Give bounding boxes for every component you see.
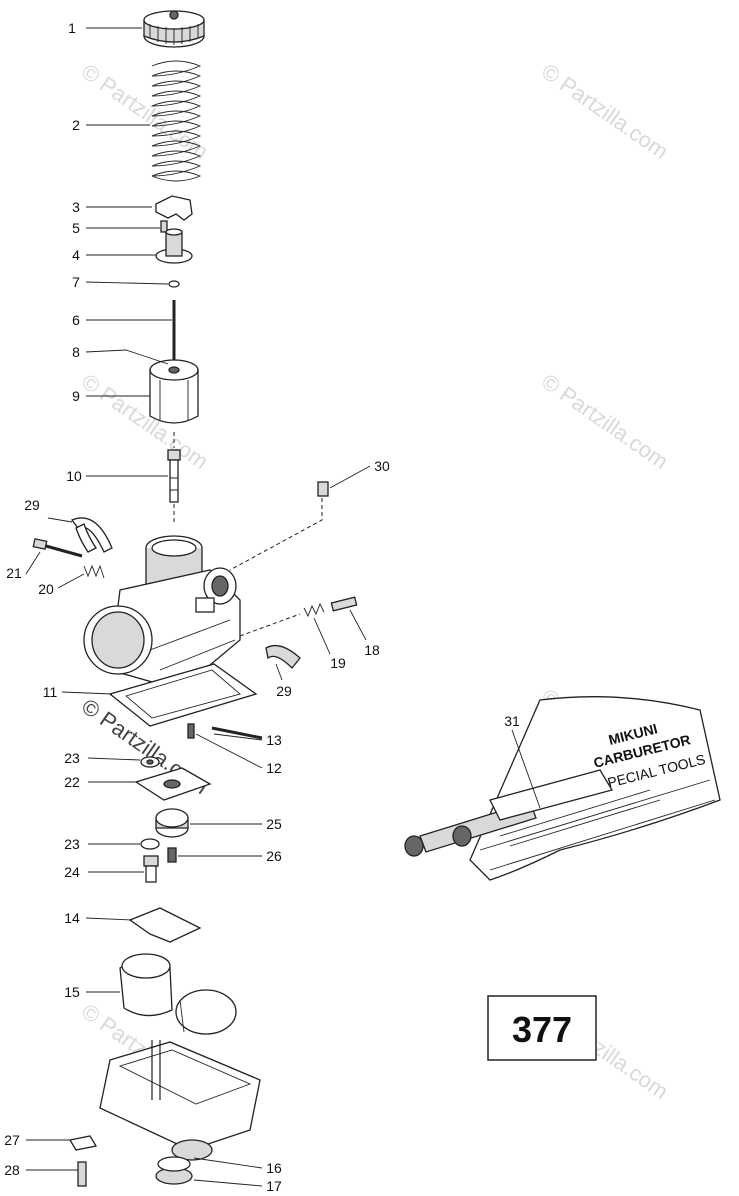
part-pilot-screw (239, 596, 358, 637)
callout-7: 7 (72, 274, 80, 290)
part-drain-plug (155, 1156, 193, 1185)
watermark: © Partzilla.com (537, 59, 673, 165)
part-float-right (175, 989, 237, 1035)
part-main-jet (143, 855, 159, 883)
part-pilot-jet (167, 847, 177, 863)
part-needle-valve (187, 723, 195, 739)
callout-25: 25 (266, 816, 282, 832)
callout-29-top: 29 (24, 497, 40, 513)
callout-18: 18 (364, 642, 380, 658)
diagram-number: 377 (512, 1009, 572, 1050)
part-float-bowl (99, 1040, 261, 1161)
part-small-screw (160, 220, 168, 233)
part-baffle-plate (134, 767, 212, 801)
callout-12: 12 (266, 760, 282, 776)
part-carburetor-body (83, 535, 241, 701)
callout-1: 1 (68, 20, 76, 36)
callout-16: 16 (266, 1160, 282, 1176)
part-air-screw-small (229, 481, 329, 571)
tool-kit: MIKUNI CARBURETOR SPECIAL TOOLS (404, 696, 721, 881)
callout-19: 19 (330, 655, 346, 671)
callout-21: 21 (6, 565, 22, 581)
part-clip (155, 195, 193, 221)
part-washer-top (140, 756, 160, 768)
part-e-clip (168, 280, 180, 288)
callout-31: 31 (504, 713, 520, 729)
callout-17: 17 (266, 1178, 282, 1194)
callout-24: 24 (64, 864, 80, 880)
callout-28: 28 (4, 1162, 20, 1178)
part-vent-hose-2 (265, 644, 301, 669)
callout-5: 5 (72, 220, 80, 236)
callout-3: 3 (72, 199, 80, 215)
callout-14: 14 (64, 910, 80, 926)
callout-23-top: 23 (64, 750, 80, 766)
part-idle-spring (83, 564, 105, 579)
callout-8: 8 (72, 344, 80, 360)
callout-4: 4 (72, 247, 80, 263)
part-throttle-slide (149, 359, 199, 424)
part-main-jet-holder (155, 808, 189, 838)
part-needle-jet (167, 449, 181, 503)
part-float-arm (128, 907, 202, 943)
callout-2: 2 (72, 117, 80, 133)
callout-29-bottom: 29 (276, 683, 292, 699)
leader-lines (25, 27, 541, 1187)
callout-22: 22 (64, 774, 80, 790)
callout-11: 11 (43, 684, 58, 700)
part-float-gasket (108, 663, 258, 727)
callout-15: 15 (64, 984, 80, 1000)
part-vent-hose (70, 517, 113, 553)
part-needle-holder (155, 228, 193, 264)
callout-30: 30 (374, 458, 390, 474)
callout-27: 27 (4, 1132, 20, 1148)
part-spring (151, 60, 202, 182)
callout-6: 6 (72, 312, 80, 328)
part-bowl-clip (68, 1135, 98, 1151)
callout-26: 26 (266, 848, 282, 864)
part-bowl-screw (77, 1161, 87, 1187)
part-float-left (119, 953, 173, 1017)
watermark: © Partzilla.com (77, 59, 213, 165)
part-washer-bottom (140, 838, 160, 850)
callout-23-bottom: 23 (64, 836, 80, 852)
callout-13: 13 (266, 732, 282, 748)
part-cap (143, 10, 205, 48)
watermark: © Partzilla.com (537, 369, 673, 475)
diagram-number-box: 377 (487, 995, 597, 1061)
part-idle-screw (32, 538, 83, 558)
callout-20: 20 (38, 581, 54, 597)
callout-labels: 1 2 3 5 4 7 6 8 9 10 30 29 21 20 18 19 2… (4, 20, 520, 1194)
callout-9: 9 (72, 388, 80, 404)
callout-10: 10 (66, 468, 82, 484)
part-float-pin (211, 726, 263, 740)
